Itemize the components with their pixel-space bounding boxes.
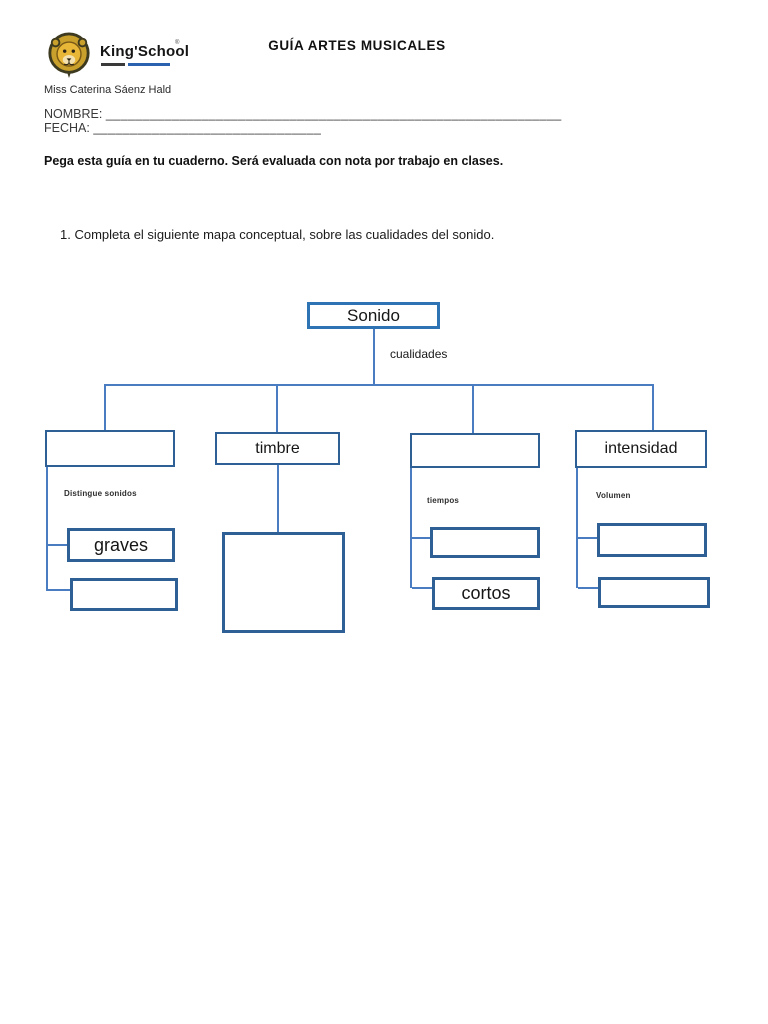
connector-branch3-vertical: [410, 468, 412, 588]
nombre-blank-line: ________________________________________…: [105, 107, 562, 121]
connector-main-horizontal: [104, 384, 654, 386]
fecha-field: FECHA: _______________________________: [44, 121, 321, 135]
root-box-sonido: Sonido: [307, 302, 440, 329]
connector-branch1-stub-b: [48, 589, 70, 591]
page-title: GUÍA ARTES MUSICALES: [268, 38, 446, 53]
connector-drop-4: [652, 386, 654, 430]
connector-branch1-stub-a: [48, 544, 67, 546]
child-box-branch1-empty: [70, 578, 178, 611]
connector-drop-2: [276, 386, 278, 432]
child-box-graves: graves: [67, 528, 175, 562]
teacher-name: Miss Caterina Sáenz Hald: [44, 84, 172, 96]
connector-branch3-stub-a: [412, 537, 430, 539]
nombre-label: NOMBRE:: [44, 107, 103, 121]
child-box-branch3-empty: [430, 527, 540, 558]
branch-box-4-intensidad: intensidad: [575, 430, 707, 468]
task-1-text: 1. Completa el siguiente mapa conceptual…: [60, 227, 495, 242]
connector-branch1-vertical: [46, 467, 48, 591]
logo-text: King'School: [100, 43, 190, 60]
child-box-branch4-empty-2: [598, 577, 710, 608]
connector-branch4-stub-a: [578, 537, 597, 539]
branch4-hint: Volumen: [596, 491, 631, 500]
branch3-hint: tiempos: [427, 496, 460, 505]
fecha-blank-line: _______________________________: [93, 121, 322, 135]
logo-tagline: [101, 63, 170, 67]
connector-branch4-stub-b: [578, 587, 598, 589]
child-box-cortos: cortos: [432, 577, 540, 610]
connector-branch3-stub-b: [412, 587, 432, 589]
kingschool-logo: King'School ®: [44, 30, 189, 82]
branch1-hint: Distingue sonidos: [64, 489, 137, 498]
child-box-timbre-empty-square: [222, 532, 345, 633]
connector-branch4-vertical: [576, 468, 578, 588]
fecha-label: FECHA:: [44, 121, 90, 135]
connector-branch2-vertical: [277, 465, 279, 532]
connector-drop-3: [472, 386, 474, 433]
connector-drop-1: [104, 386, 106, 430]
child-box-branch4-empty-1: [597, 523, 707, 557]
branch-box-3-empty: [410, 433, 540, 468]
cualidades-label: cualidades: [390, 347, 448, 361]
instruction-note: Pega esta guía en tu cuaderno. Será eval…: [44, 154, 504, 168]
branch-box-1-empty: [45, 430, 175, 467]
lion-icon: [48, 32, 90, 78]
logo-registered-mark: ®: [175, 40, 180, 46]
branch-box-2-timbre: timbre: [215, 432, 340, 465]
connector-root-vertical: [373, 329, 375, 385]
nombre-field: NOMBRE: ________________________________…: [44, 107, 562, 121]
